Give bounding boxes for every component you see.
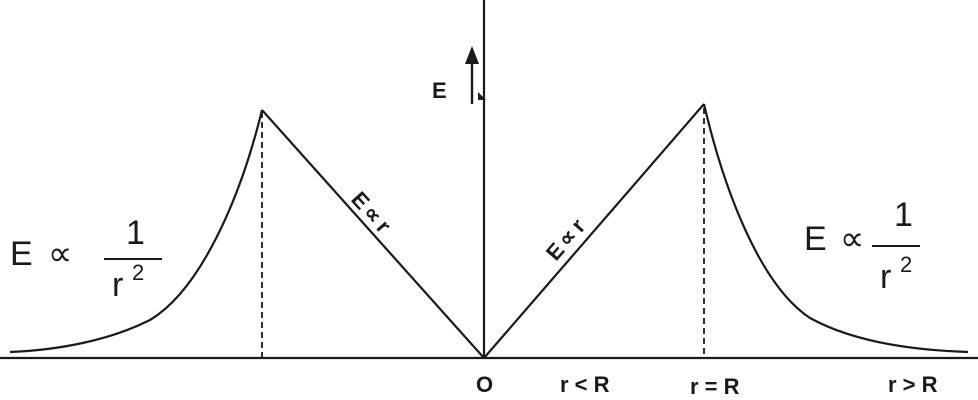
right-linear-line [483,103,705,359]
left-inv-numerator: 1 [126,214,145,252]
region-label-inside: r < R [560,372,610,397]
left-inv-denominator: r [112,266,123,304]
region-label-boundary: r = R [690,374,740,399]
e-arrow-head [465,46,479,64]
left-inv-E: E [10,235,33,273]
right-inv-exponent: 2 [900,252,912,277]
left-inv-exponent: 2 [132,260,144,285]
origin-label: O [476,372,493,397]
right-inv-numerator: 1 [894,196,913,234]
left-linear-line [261,109,485,359]
right-inverse-square-label: E ∝ 1 r 2 [804,196,920,296]
right-inverse-square-curve [702,103,969,354]
e-axis-label: E [432,78,447,103]
left-inverse-square-label: E ∝ 1 r 2 [10,214,162,304]
right-inv-prop: ∝ [840,220,864,258]
right-inv-E: E [804,220,827,258]
e-arrow-tick [478,92,486,100]
left-inv-prop: ∝ [48,235,72,273]
left-inverse-square-curve [9,109,264,354]
right-inv-denominator: r [880,258,891,296]
region-label-outside: r > R [888,372,938,397]
right-linear-label: E ∝ r [541,213,591,265]
